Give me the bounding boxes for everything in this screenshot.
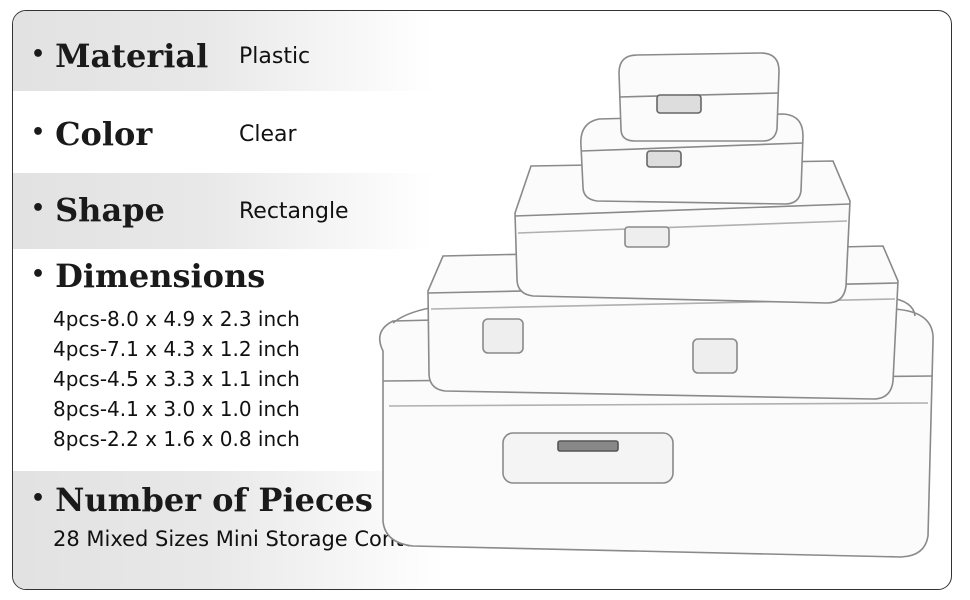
dimensions-list: 4pcs-8.0 x 4.9 x 2.3 inch 4pcs-7.1 x 4.3… bbox=[53, 304, 300, 454]
bullet-icon: • bbox=[31, 42, 46, 67]
pieces-band bbox=[13, 471, 443, 589]
bullet-icon: • bbox=[31, 196, 46, 221]
shape-label: •Shape bbox=[31, 191, 165, 229]
color-value: Clear bbox=[239, 122, 297, 147]
material-label: •Material bbox=[31, 37, 209, 75]
material-value: Plastic bbox=[239, 44, 311, 69]
dimension-item: 8pcs-2.2 x 1.6 x 0.8 inch bbox=[53, 427, 300, 451]
product-info-frame: •Material Plastic •Color Clear •Shape Re… bbox=[12, 10, 952, 590]
dimension-item: 8pcs-4.1 x 3.0 x 1.0 inch bbox=[53, 397, 300, 421]
dimension-item: 4pcs-4.5 x 3.3 x 1.1 inch bbox=[53, 367, 300, 391]
bullet-icon: • bbox=[31, 486, 46, 511]
color-label: •Color bbox=[31, 115, 153, 153]
stacked-boxes-illustration bbox=[378, 52, 934, 558]
bullet-icon: • bbox=[31, 262, 46, 287]
pieces-label: •Number of Pieces bbox=[31, 481, 373, 519]
bullet-icon: • bbox=[31, 120, 46, 145]
shape-value: Rectangle bbox=[239, 199, 349, 224]
shape-band bbox=[13, 173, 433, 249]
material-band bbox=[13, 11, 433, 91]
dimensions-label: •Dimensions bbox=[31, 257, 266, 295]
dimension-item: 4pcs-7.1 x 4.3 x 1.2 inch bbox=[53, 337, 300, 361]
box-mini bbox=[618, 52, 780, 142]
dimension-item: 4pcs-8.0 x 4.9 x 2.3 inch bbox=[53, 307, 300, 331]
